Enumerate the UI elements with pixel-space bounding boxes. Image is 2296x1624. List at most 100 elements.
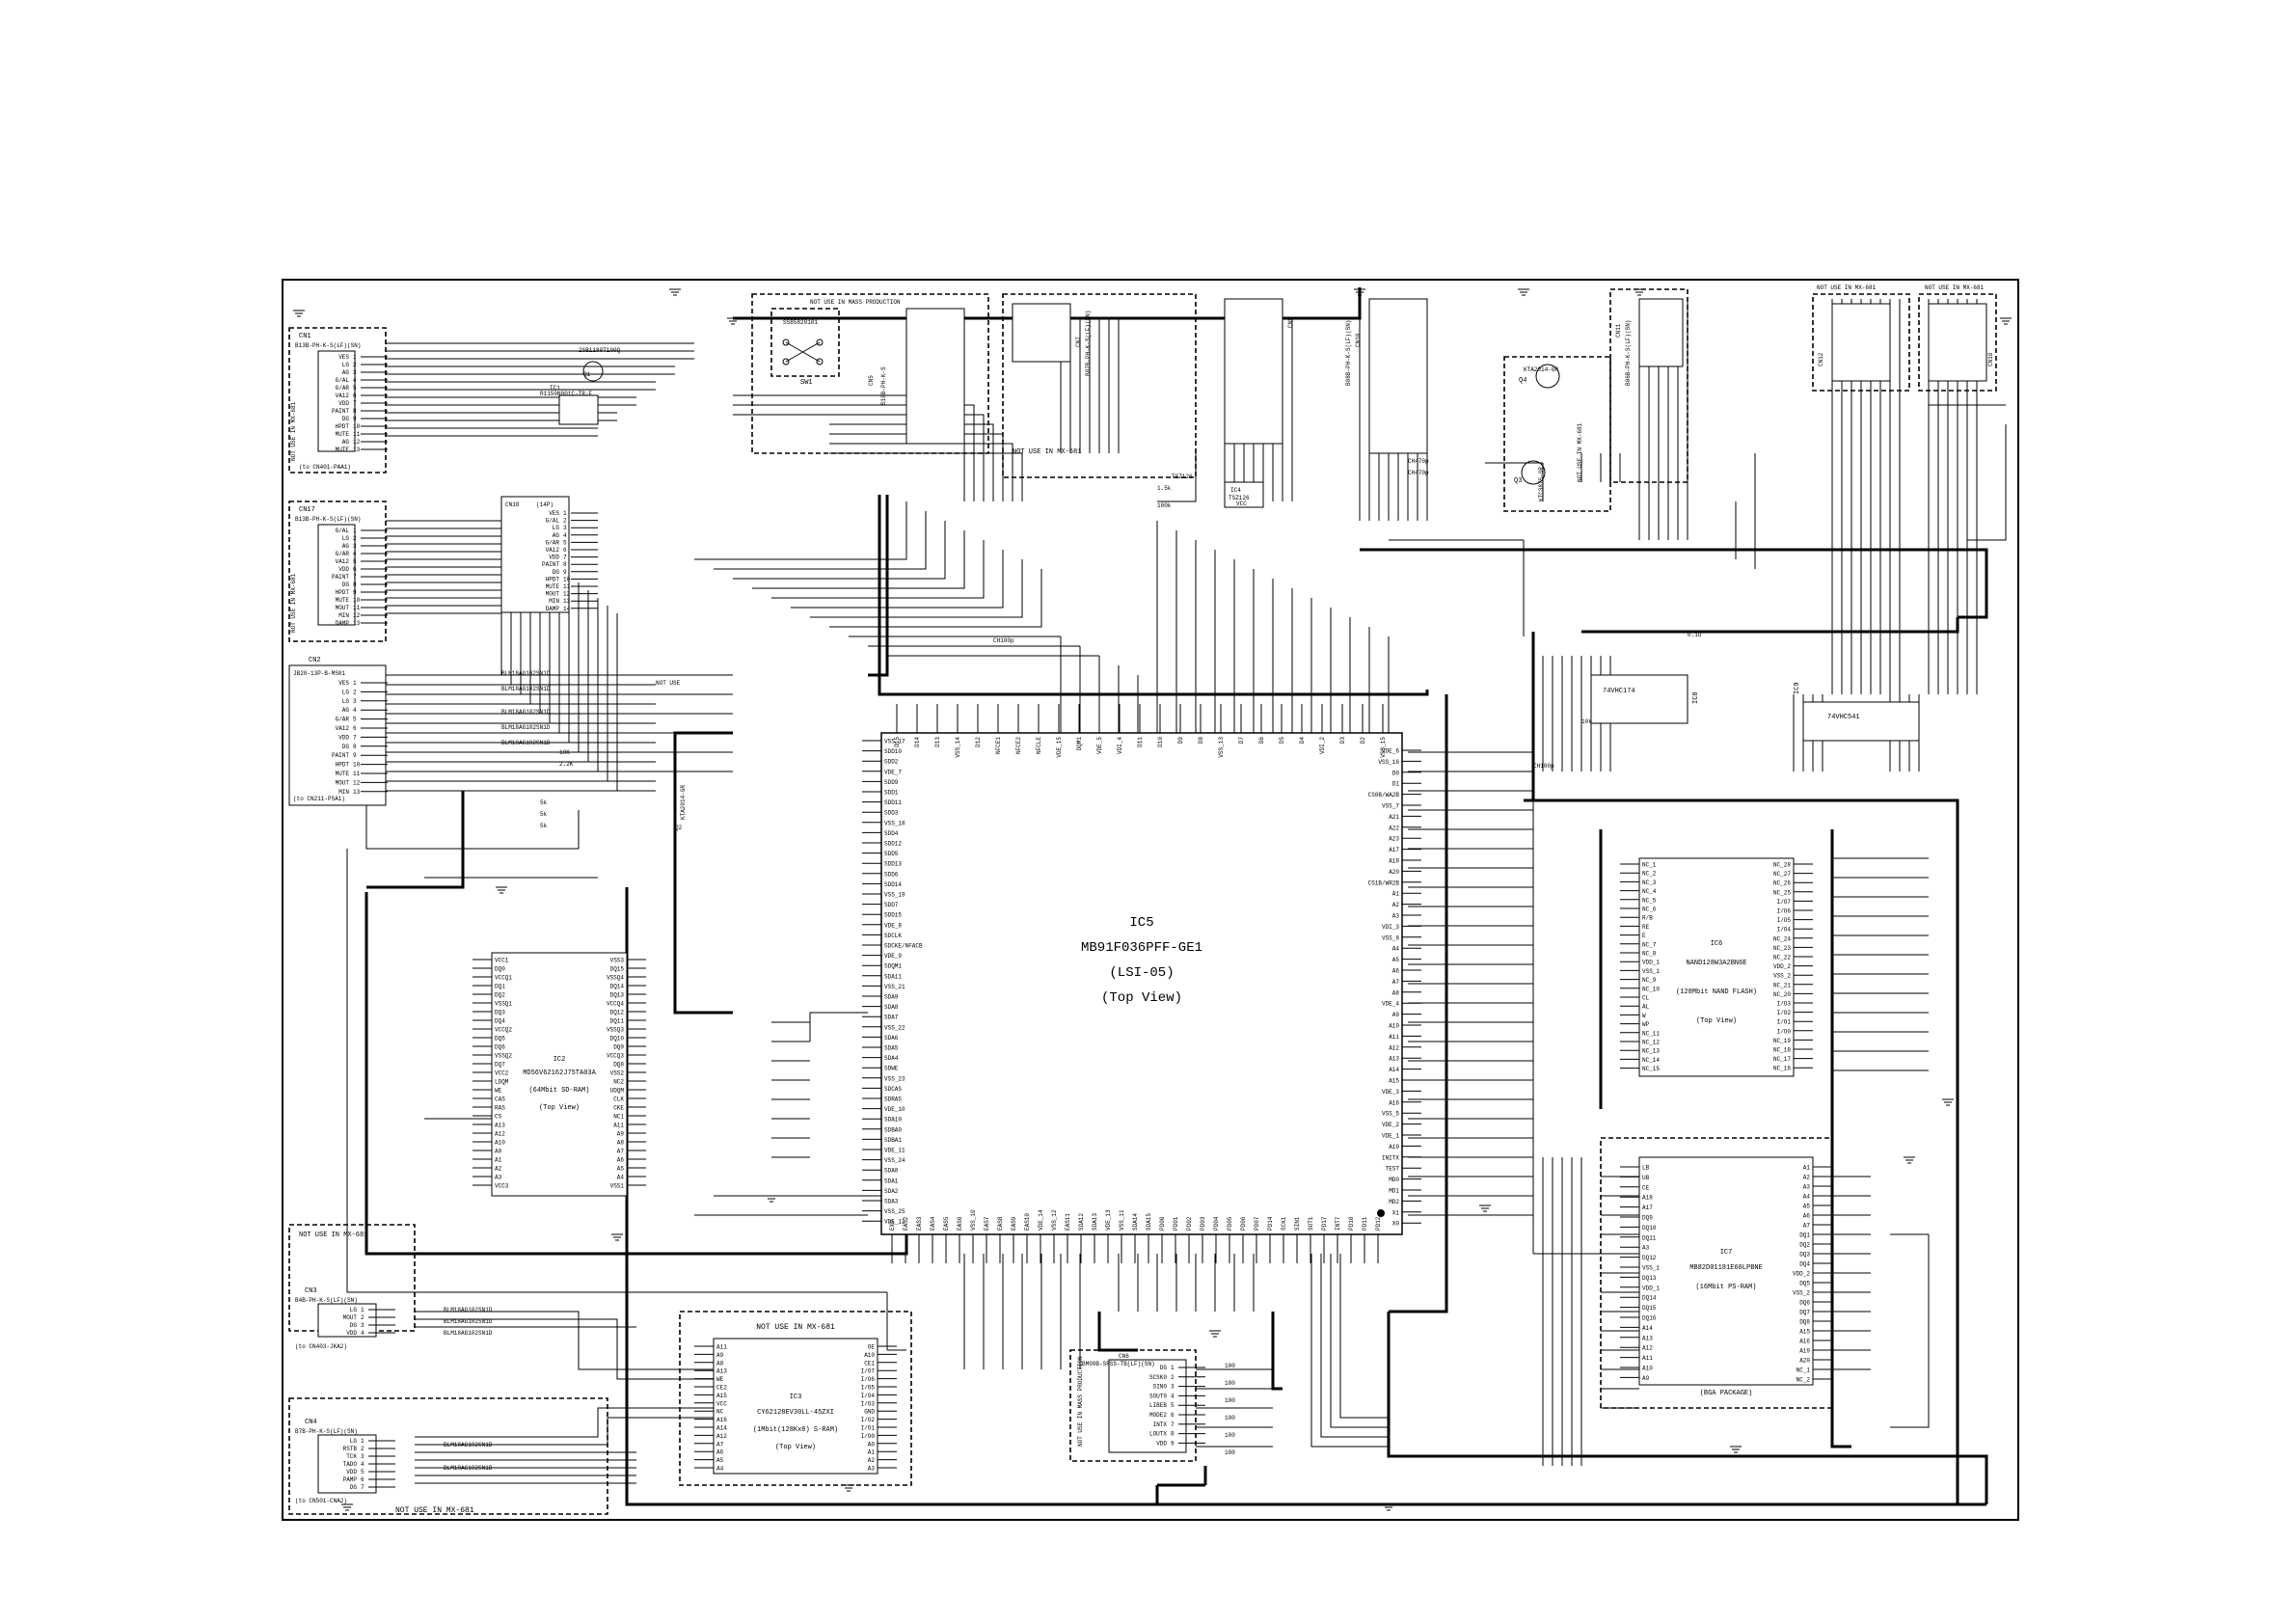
cn17-pin-number: 3: [353, 543, 357, 550]
ic5-pin-label: SDA13: [1092, 1213, 1098, 1231]
cn2-part: JB20-13P-B-MS01: [293, 670, 345, 677]
ic6-pin-label: NC_24: [1773, 935, 1791, 942]
q2-part: KTA2014-GR: [680, 785, 687, 820]
cn18-ref: CN18: [505, 501, 520, 508]
ic6-pin-label: I/O1: [1777, 1019, 1792, 1026]
blm-cn3-2: BLM18AG102SN1D: [444, 1318, 493, 1325]
q3-ref: Q3: [1514, 477, 1522, 485]
cn1-part: B13B-PH-K-S(LF)(SN): [295, 342, 361, 349]
ic7-pin-label: DQ14: [1642, 1295, 1657, 1302]
ic2-sdram: IC2 MD56V62162J75TA03A (64Mbit SD-RAM) (…: [473, 952, 646, 1197]
cn4-note: NOT USE IN MX-681: [395, 1506, 474, 1515]
ic5-pin-label: A19: [1389, 1144, 1399, 1150]
ic2-pin-label: DQ1: [495, 984, 505, 990]
cn2-pin-number: 12: [353, 779, 361, 786]
ic2-pin-label: DQ11: [610, 1018, 625, 1025]
ic5-pin-label: X0: [1392, 1221, 1400, 1228]
ic5-pin-label: VDE_10: [884, 1106, 905, 1113]
cn18-pin-label: DAMP: [546, 606, 560, 612]
connector-cn16: NOT USE IN MX-681 CN16: [1918, 284, 1997, 392]
cn3-pin-number: 4: [361, 1330, 365, 1337]
cn18-part: (14P): [536, 501, 554, 508]
ic5-pin-label: MD1: [1389, 1188, 1399, 1195]
cn1-pin-label: MUTE: [336, 447, 350, 453]
cn18-pin-number: 7: [563, 555, 567, 561]
cn18-pin-label: PAINT: [542, 561, 559, 568]
cn3-pin-label: MOUT: [343, 1314, 358, 1321]
ic7-pin-label: A17: [1642, 1204, 1653, 1211]
ic5-pin-label: D9: [1177, 737, 1184, 744]
cn17-pin-label: HPDT: [336, 589, 350, 596]
ic3-pin-label: A1: [868, 1449, 876, 1456]
cn4-pin-number: 7: [361, 1484, 365, 1491]
ic8-ref: IC8: [1692, 691, 1700, 704]
ic5-pin-label: INT7: [1335, 1216, 1341, 1231]
ic2-pin-label: VSSQ3: [607, 1027, 624, 1034]
cn11-part: B06B-PH-K-S(LF)(SN): [1625, 320, 1632, 386]
ic3-pin-label: A8: [716, 1360, 724, 1367]
ic5-pin-label: A12: [1389, 1044, 1399, 1051]
ic6-pin-label: VSS_1: [1642, 968, 1660, 975]
cn18-pin-label: HPDT: [546, 576, 560, 582]
ic2-pin-label: VSS3: [610, 958, 625, 964]
ic5-pin-label: A23: [1389, 836, 1399, 843]
cn17-pin-number: 5: [353, 558, 357, 565]
ic2-pin-label: VSS2: [610, 1070, 625, 1077]
ic5-pin-label: EAS7: [984, 1216, 990, 1231]
ic7-pin-label: A15: [1799, 1329, 1810, 1336]
ic5-pin-label: VSS_21: [884, 984, 905, 990]
ic6-pin-label: NC_15: [1642, 1066, 1660, 1072]
ic5-pin-label: A8: [1392, 989, 1400, 996]
ic2-pin-label: A7: [617, 1149, 625, 1155]
ic5-pin-label: A15: [1389, 1078, 1399, 1085]
cn2-pin-number: 8: [353, 744, 357, 750]
ic7-pin-label: DQ15: [1642, 1305, 1657, 1312]
blm-label-1: BLM18AG102SN1D: [501, 670, 551, 677]
ic6-part: NAND128W3A2BN6E: [1686, 960, 1746, 967]
cn2-pin-label: PAINT: [332, 752, 349, 759]
ic3-pin-label: A3: [868, 1466, 876, 1473]
ic2-pin-label: UDQM: [610, 1088, 625, 1095]
q2-ref: Q2: [675, 825, 683, 831]
ic5-pin-label: VDE_1: [1382, 1133, 1399, 1140]
cn2-pin-number: 4: [353, 707, 357, 714]
cn17-pin-number: 1: [353, 528, 357, 534]
sw1-ref: SW1: [800, 379, 813, 387]
ic5-pin-label: SDD7: [884, 902, 899, 908]
cn2-pin-number: 9: [353, 752, 357, 759]
cn3-part: B4B-PH-K-S(LF)(SN): [295, 1297, 358, 1304]
cn3-note: NOT USE IN MX-681: [299, 1232, 367, 1239]
ic5-pin-label: D13: [934, 737, 941, 747]
ic5-pin-label: PD02: [1186, 1216, 1193, 1231]
ic2-pin-label: VCCQ1: [495, 975, 512, 982]
cn16-ref: CN16: [1987, 352, 1994, 366]
ground-bus-lines: [365, 287, 1988, 1506]
ic2-pin-label: DQ7: [495, 1062, 505, 1069]
ic5-pin-label: VSS_24: [884, 1157, 905, 1164]
ic5-pin-label: D1: [1392, 781, 1400, 788]
ic6-pin-label: NC_21: [1773, 982, 1791, 988]
cn6-pin-number: 6: [1171, 1412, 1175, 1419]
cn1-pin-label: DG: [342, 416, 350, 422]
ic3-pin-label: CE1: [864, 1360, 875, 1367]
cn6-pin-number: 9: [1171, 1440, 1175, 1447]
cn17-pin-label: VA12: [336, 558, 350, 565]
ic5-pin-label: SDCKE/NFACB: [884, 943, 923, 950]
cn18-pin-label: VES: [549, 510, 559, 517]
ic7-pin-label: DQ5: [1799, 1281, 1810, 1287]
gnd-icon: [669, 288, 681, 296]
ic5-pin-label: VSS_12: [1051, 1209, 1058, 1231]
ic2-pin-label: A11: [613, 1123, 624, 1129]
gnd-icon: [1354, 288, 1365, 296]
ic5-pin-label: SDA14: [1132, 1213, 1139, 1231]
ic5-pin-label: SDCAS: [884, 1086, 902, 1093]
ic2-pin-label: CLK: [613, 1096, 624, 1103]
ic6-pin-label: NC_19: [1773, 1038, 1791, 1044]
ic5-pin-label: SDD10: [884, 748, 902, 755]
ic2-pin-label: DQ9: [613, 1044, 624, 1051]
cn18-pin-number: 9: [563, 569, 567, 576]
ic5-label: (LSI-05): [1109, 965, 1174, 981]
ic4-part-above: TSZ126: [1172, 474, 1193, 480]
ic5-pin-label: SDQM1: [884, 963, 902, 970]
cn7-part: B07B-PH-K-S(LF)(SN): [1085, 311, 1092, 376]
